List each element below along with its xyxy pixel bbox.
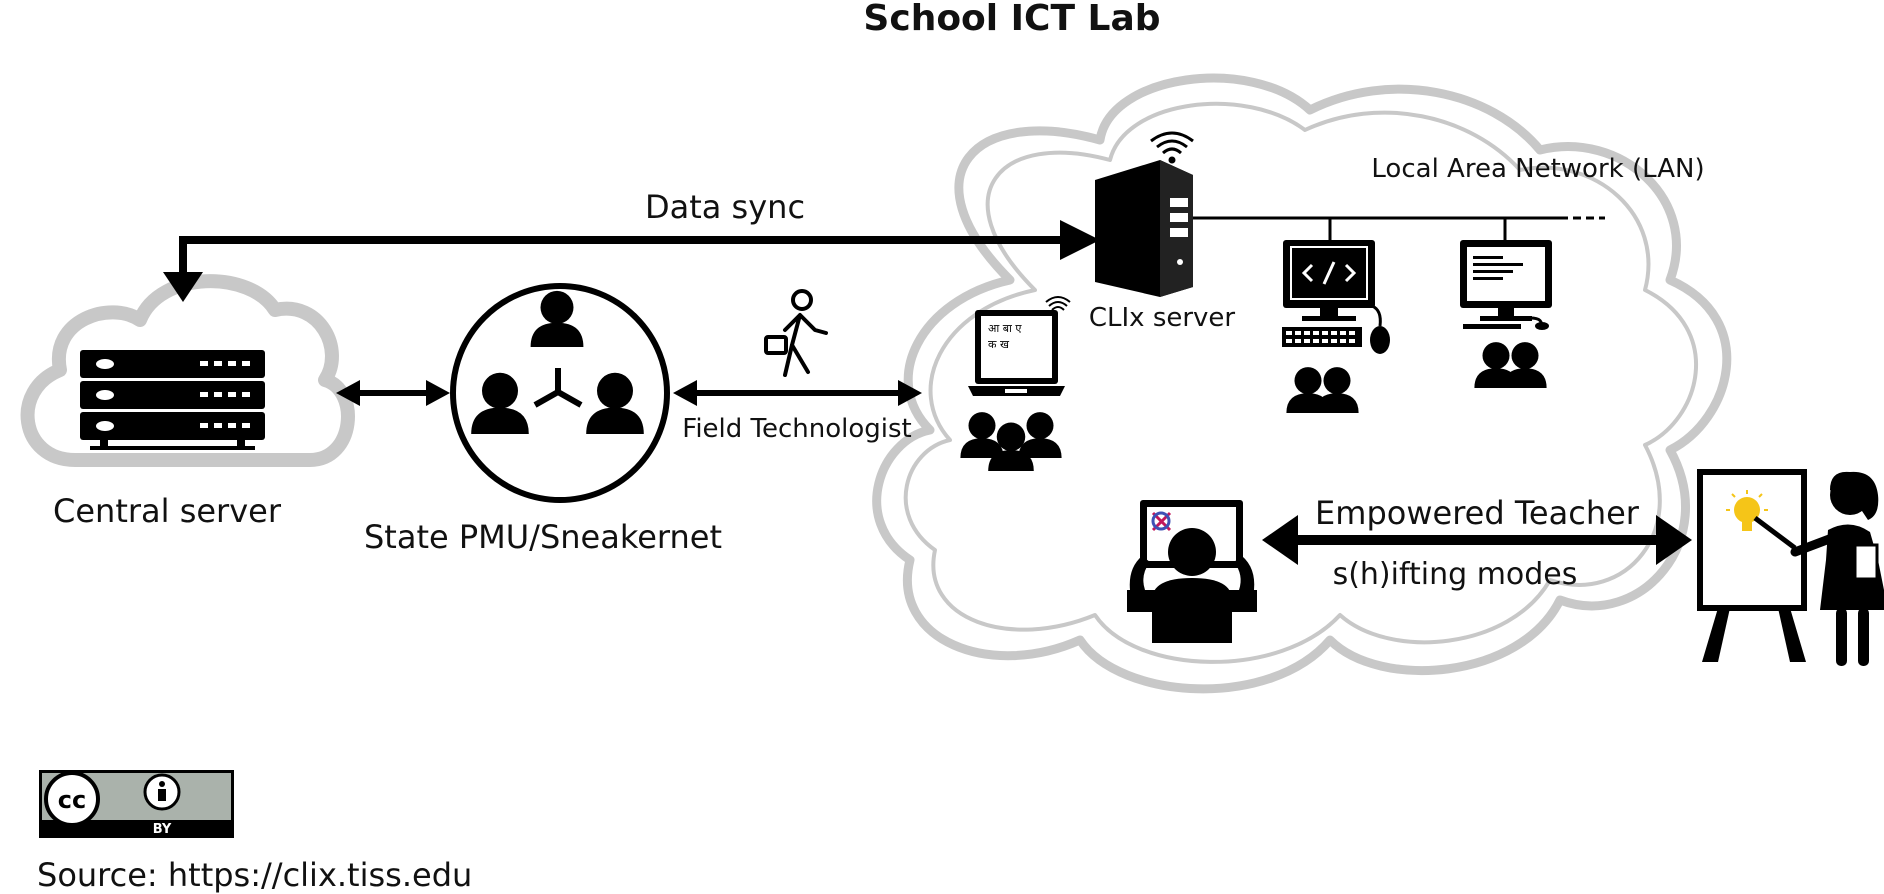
- data-sync-label: Data sync: [645, 188, 805, 226]
- lan-label: Local Area Network (LAN): [1371, 154, 1704, 184]
- server-wifi-icon: [1150, 131, 1194, 164]
- user-pair-icon-1: [1286, 367, 1359, 413]
- by-text: BY: [153, 822, 172, 837]
- state-pmu-label: State PMU/Sneakernet: [364, 518, 722, 556]
- laptop-screen-text-1: आ बा ए: [988, 322, 1022, 335]
- clix-server-icon: [1095, 160, 1193, 297]
- field-technologist-label: Field Technologist: [682, 414, 912, 444]
- lightbulb-icon: [1726, 490, 1768, 531]
- central-server-label: Central server: [53, 492, 282, 530]
- student-laptop-icon: [1127, 500, 1257, 643]
- shifting-modes-label: s(h)ifting modes: [1333, 557, 1578, 592]
- laptop-icon: आ बा ए क ख: [968, 310, 1065, 396]
- desktop-computer-code-icon: [1282, 240, 1390, 354]
- lan-line: [1193, 216, 1605, 240]
- source-link[interactable]: Source: https://clix.tiss.edu: [37, 856, 472, 894]
- pmu-school-arrow: [673, 380, 922, 406]
- server-rack-icon: [80, 350, 265, 450]
- desktop-computer-document-icon: [1460, 240, 1552, 330]
- laptop-screen-text-2: क ख: [988, 338, 1010, 351]
- diagram-title: School ICT Lab: [863, 0, 1160, 39]
- clix-server-label: CLIx server: [1089, 303, 1236, 333]
- data-sync-arrowhead-right: [1060, 220, 1100, 260]
- walking-person-icon: [764, 289, 828, 377]
- empowered-teacher-label: Empowered Teacher: [1315, 494, 1640, 532]
- data-sync-arrow: [179, 236, 1060, 275]
- clix-logo-icon: [1151, 511, 1172, 532]
- teacher-board-icon: [1697, 469, 1884, 666]
- cc-by-license-badge: cc BY: [39, 770, 234, 838]
- laptop-wifi-icon: [1045, 296, 1071, 311]
- central-server-cloud: [20, 274, 355, 467]
- data-sync-arrowhead-left: [163, 272, 203, 302]
- teacher-modes-arrow: [1262, 515, 1692, 565]
- cc-text: cc: [58, 786, 86, 814]
- state-pmu-icon: [450, 283, 670, 503]
- person-attribution-icon: [143, 773, 181, 811]
- user-group-icon: [960, 412, 1062, 471]
- user-pair-icon-2: [1474, 342, 1547, 388]
- central-pmu-arrow: [336, 380, 450, 406]
